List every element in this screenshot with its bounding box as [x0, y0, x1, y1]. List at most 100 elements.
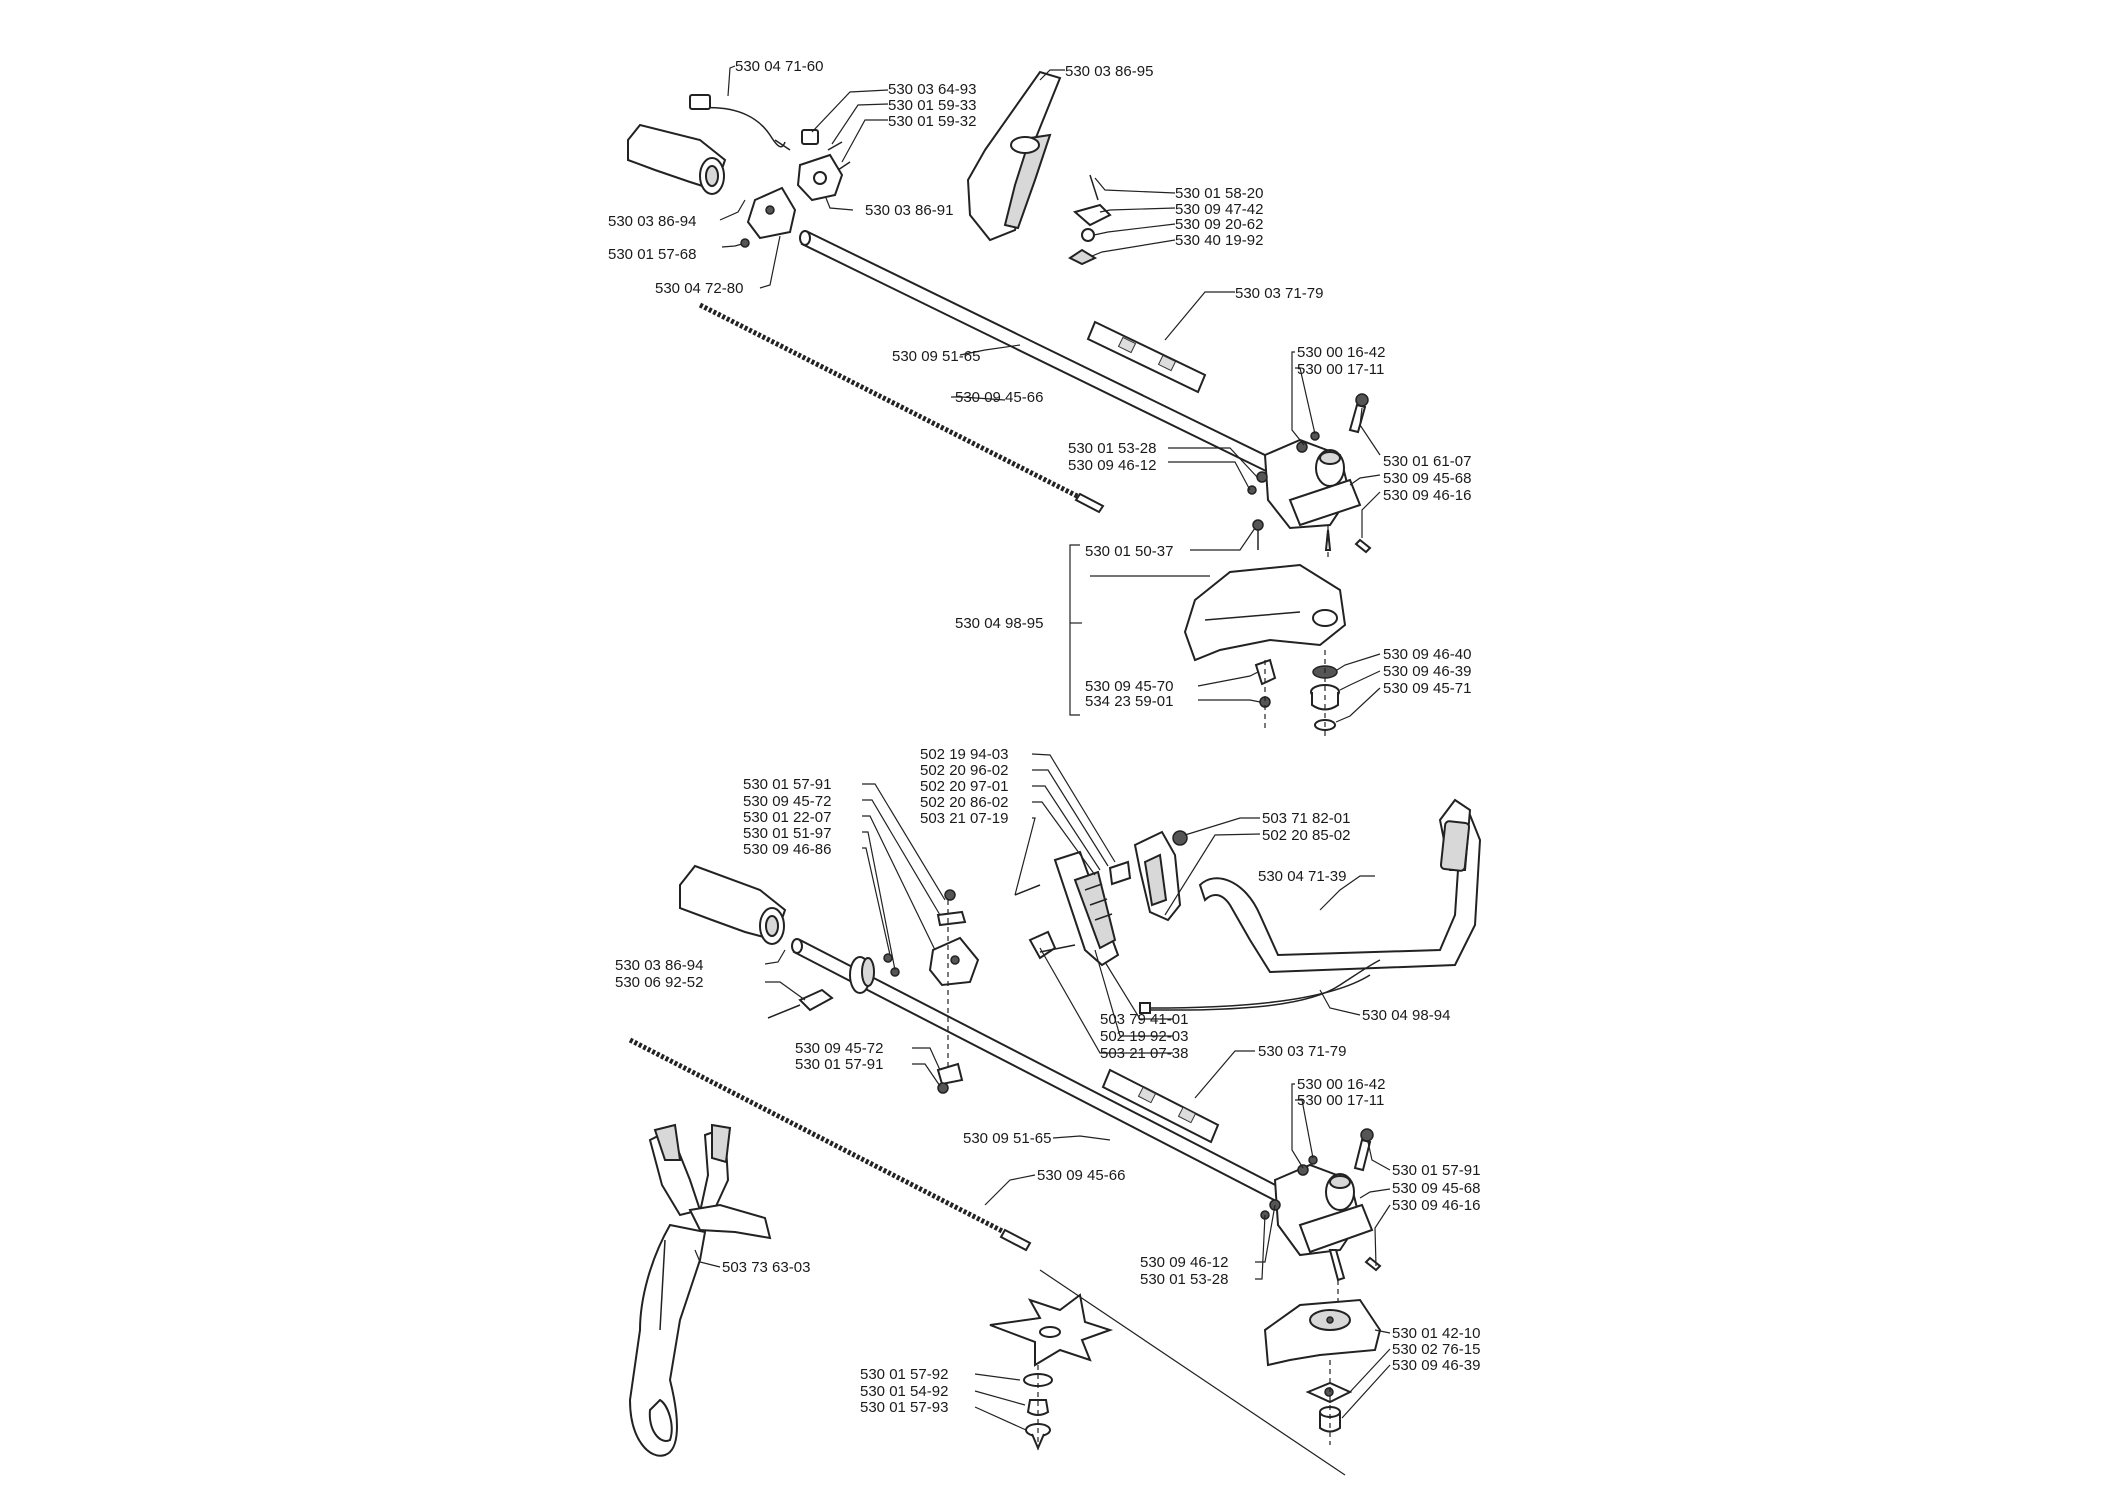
- part-label: 530 00 16-42: [1297, 1076, 1385, 1093]
- decal-upper: [1086, 320, 1207, 394]
- bracket-upper: [796, 153, 844, 202]
- part-label: 530 01 54-92: [860, 1383, 948, 1400]
- washer-stack-upper: [1310, 650, 1340, 740]
- shoulder-harness: [628, 1123, 772, 1457]
- nut-upper: [740, 238, 750, 248]
- part-label: 530 09 46-40: [1383, 646, 1471, 663]
- part-label: 530 09 45-72: [743, 793, 831, 810]
- screw-guard-upper: [1252, 519, 1264, 550]
- part-label: 502 20 86-02: [920, 794, 1008, 811]
- part-label: 530 09 46-39: [1392, 1357, 1480, 1374]
- gear-head-upper: [1263, 438, 1362, 560]
- part-label: 530 09 45-71: [1383, 680, 1471, 697]
- electric-cable-lower: [1139, 959, 1381, 1014]
- shaft-clamp-lower: [849, 956, 875, 994]
- part-label: 530 03 86-91: [865, 202, 953, 219]
- throttle-handle-upper: [627, 123, 727, 195]
- part-label: 530 01 51-97: [743, 825, 831, 842]
- part-label: 503 71 82-01: [1262, 810, 1350, 827]
- part-label: 502 20 96-02: [920, 762, 1008, 779]
- throttle-handle-lower: [679, 864, 787, 945]
- trigger-assembly: [1028, 850, 1132, 967]
- part-label: 530 09 45-68: [1392, 1180, 1480, 1197]
- part-label: 530 04 71-60: [735, 58, 823, 75]
- part-label: 530 01 53-28: [1140, 1271, 1228, 1288]
- gear-head-lower: [1273, 1163, 1374, 1310]
- part-label: 534 23 59-01: [1085, 693, 1173, 710]
- part-label: 530 00 17-11: [1297, 1092, 1384, 1109]
- part-label: 502 19 92-03: [1100, 1028, 1188, 1045]
- blade-guard-upper: [1183, 563, 1347, 662]
- part-label: 530 01 59-32: [888, 113, 976, 130]
- part-label: 530 04 98-94: [1362, 1007, 1450, 1024]
- part-label: 530 09 46-86: [743, 841, 831, 858]
- part-label: 530 09 46-16: [1392, 1197, 1480, 1214]
- part-label: 530 01 57-91: [743, 776, 831, 793]
- part-label: 530 01 61-07: [1383, 453, 1471, 470]
- part-number-labels: 530 04 71-60 530 03 64-93 530 01 59-33 5…: [608, 58, 1480, 1416]
- part-label: 530 01 57-91: [795, 1056, 883, 1073]
- blade-washers: [1023, 1365, 1053, 1451]
- part-label: 503 79 41-01: [1100, 1011, 1188, 1028]
- bolt-lower-1: [1353, 1128, 1374, 1172]
- part-label: 530 09 51-65: [892, 348, 980, 365]
- part-label: 530 01 57-92: [860, 1366, 948, 1383]
- switch-housing-lower: [928, 936, 980, 987]
- part-label: 530 00 16-42: [1297, 344, 1385, 361]
- part-label: 502 20 85-02: [1262, 827, 1350, 844]
- part-label: 503 21 07-19: [920, 810, 1008, 827]
- part-label: 530 09 45-70: [1085, 678, 1173, 695]
- blade-guard-lower: [1263, 1298, 1382, 1367]
- part-label: 530 01 57-91: [1392, 1162, 1480, 1179]
- part-label: 530 09 51-65: [963, 1130, 1051, 1147]
- part-label: 530 09 20-62: [1175, 216, 1263, 233]
- part-label: 530 01 57-93: [860, 1399, 948, 1416]
- part-label: 530 40 19-92: [1175, 232, 1263, 249]
- part-label: 530 04 71-39: [1258, 868, 1346, 885]
- knob-part: [1172, 830, 1188, 846]
- part-label: 530 01 50-37: [1085, 543, 1173, 560]
- clip-part: [1072, 203, 1112, 227]
- part-label: 530 09 45-72: [795, 1040, 883, 1057]
- part-label: 530 01 42-10: [1392, 1325, 1480, 1342]
- housing-cover-lower: [1133, 830, 1182, 922]
- part-label: 530 01 58-20: [1175, 185, 1263, 202]
- clip-lower: [936, 1062, 964, 1086]
- leader-lines: [694, 65, 1391, 1431]
- part-label: 530 09 46-12: [1140, 1254, 1228, 1271]
- part-label: 530 03 71-79: [1235, 285, 1323, 302]
- part-label: 502 20 97-01: [920, 778, 1008, 795]
- part-label: 530 01 57-68: [608, 246, 696, 263]
- part-label: 530 01 22-07: [743, 809, 831, 826]
- bolt-upper-1: [1348, 393, 1369, 434]
- part-label: 503 73 63-03: [722, 1259, 810, 1276]
- part-label: 502 19 94-03: [920, 746, 1008, 763]
- part-label: 530 03 64-93: [888, 81, 976, 98]
- drive-cable-lower: [628, 1037, 1032, 1252]
- part-label: 530 09 46-16: [1383, 487, 1471, 504]
- wire-harness-upper: [689, 94, 791, 151]
- part-label: 530 02 76-15: [1392, 1341, 1480, 1358]
- switch-part: [801, 129, 819, 145]
- part-label: 530 03 86-95: [1065, 63, 1153, 80]
- bolt-clamp-lower: [767, 988, 834, 1019]
- washer-stack-lower: [1305, 1360, 1353, 1445]
- part-label: 530 04 98-95: [955, 615, 1043, 632]
- clamp-upper: [746, 186, 797, 240]
- part-label: 530 03 86-94: [608, 213, 696, 230]
- part-label: 530 09 47-42: [1175, 201, 1263, 218]
- decal-lower: [1101, 1068, 1220, 1144]
- part-label: 530 09 45-68: [1383, 470, 1471, 487]
- part-label: 530 09 45-66: [955, 389, 1043, 406]
- part-label: 530 03 71-79: [1258, 1043, 1346, 1060]
- part-label: 530 03 86-94: [615, 957, 703, 974]
- part-label: 530 09 46-39: [1383, 663, 1471, 680]
- part-label: 530 09 46-12: [1068, 457, 1156, 474]
- part-label: 530 00 17-11: [1297, 361, 1384, 378]
- part-label: 530 01 53-28: [1068, 440, 1156, 457]
- part-label: 530 04 72-80: [655, 280, 743, 297]
- shaft-tube-upper: [799, 230, 1277, 474]
- part-label: 530 01 59-33: [888, 97, 976, 114]
- part-label: 530 06 92-52: [615, 974, 703, 991]
